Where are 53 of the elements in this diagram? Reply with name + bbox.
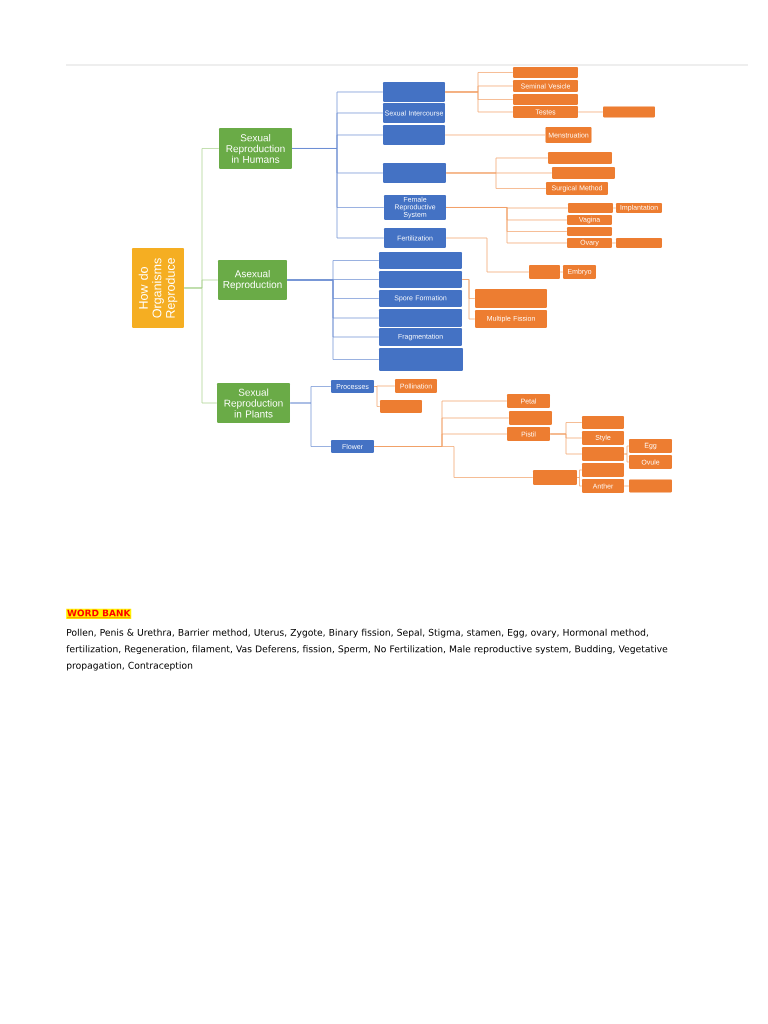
connector-line xyxy=(612,207,617,209)
word-bank-heading: WORD BANK xyxy=(66,608,132,620)
word-list: Pollen, Penis & Urethra, Barrier method, Uterus, Zygote, Binary fission, Sepal, Stigma, stamen, Egg, ovary, Hormonal method, fertilization, Regeneration, filament, Vas Deferens, fission, Sperm, No Fertilization, Male reproductive system, Budding, Vegetative propagation, Contraception xyxy=(66,628,668,671)
connector-line xyxy=(291,148,385,239)
answer-box xyxy=(582,463,624,477)
category-box: Sexual Reproduction in Plants xyxy=(217,383,290,423)
answer-box xyxy=(379,348,463,371)
connector-line xyxy=(623,453,630,463)
connector-line xyxy=(577,111,604,113)
answer-box xyxy=(383,163,446,183)
connector-line xyxy=(461,279,476,320)
connector-line xyxy=(444,91,514,113)
answer-box xyxy=(582,447,624,461)
answer-box xyxy=(603,106,655,118)
answer-box xyxy=(616,238,662,248)
answer-box xyxy=(582,416,624,429)
answer-box xyxy=(568,203,613,213)
connector-line xyxy=(576,469,583,478)
answer-box xyxy=(513,94,578,105)
answer-box xyxy=(475,289,547,308)
answer-box xyxy=(509,411,552,425)
connector-line xyxy=(623,445,630,455)
answer-box xyxy=(379,271,462,288)
answer-box xyxy=(552,167,615,179)
connector-line xyxy=(445,207,568,244)
category-box: Asexual Reproduction xyxy=(218,260,287,300)
connector-line xyxy=(373,385,396,387)
connector-line xyxy=(623,485,630,487)
connector-line xyxy=(611,242,617,244)
connector-line xyxy=(445,237,530,273)
connector-line xyxy=(289,402,332,447)
connector-line xyxy=(373,446,534,478)
answer-box xyxy=(383,125,445,145)
answer-box xyxy=(533,470,577,485)
answer-box xyxy=(383,82,445,102)
category-box: Sexual Reproduction in Humans xyxy=(219,128,292,169)
answer-box xyxy=(379,252,462,269)
connector-line xyxy=(576,477,583,487)
connector-line xyxy=(549,433,583,455)
connector-line xyxy=(286,279,380,360)
connector-line xyxy=(373,386,381,407)
connector-line xyxy=(559,271,564,273)
connector-line xyxy=(444,134,546,136)
connector-line xyxy=(183,287,218,404)
topic-box: How do Organisms Reproduce xyxy=(132,248,184,328)
answer-box xyxy=(513,67,578,78)
answer-box xyxy=(529,265,560,279)
answer-box xyxy=(567,227,612,236)
answer-box xyxy=(379,309,462,327)
connector-line xyxy=(445,172,547,189)
answer-box xyxy=(380,400,422,413)
answer-box xyxy=(548,152,612,164)
answer-box xyxy=(629,479,672,493)
